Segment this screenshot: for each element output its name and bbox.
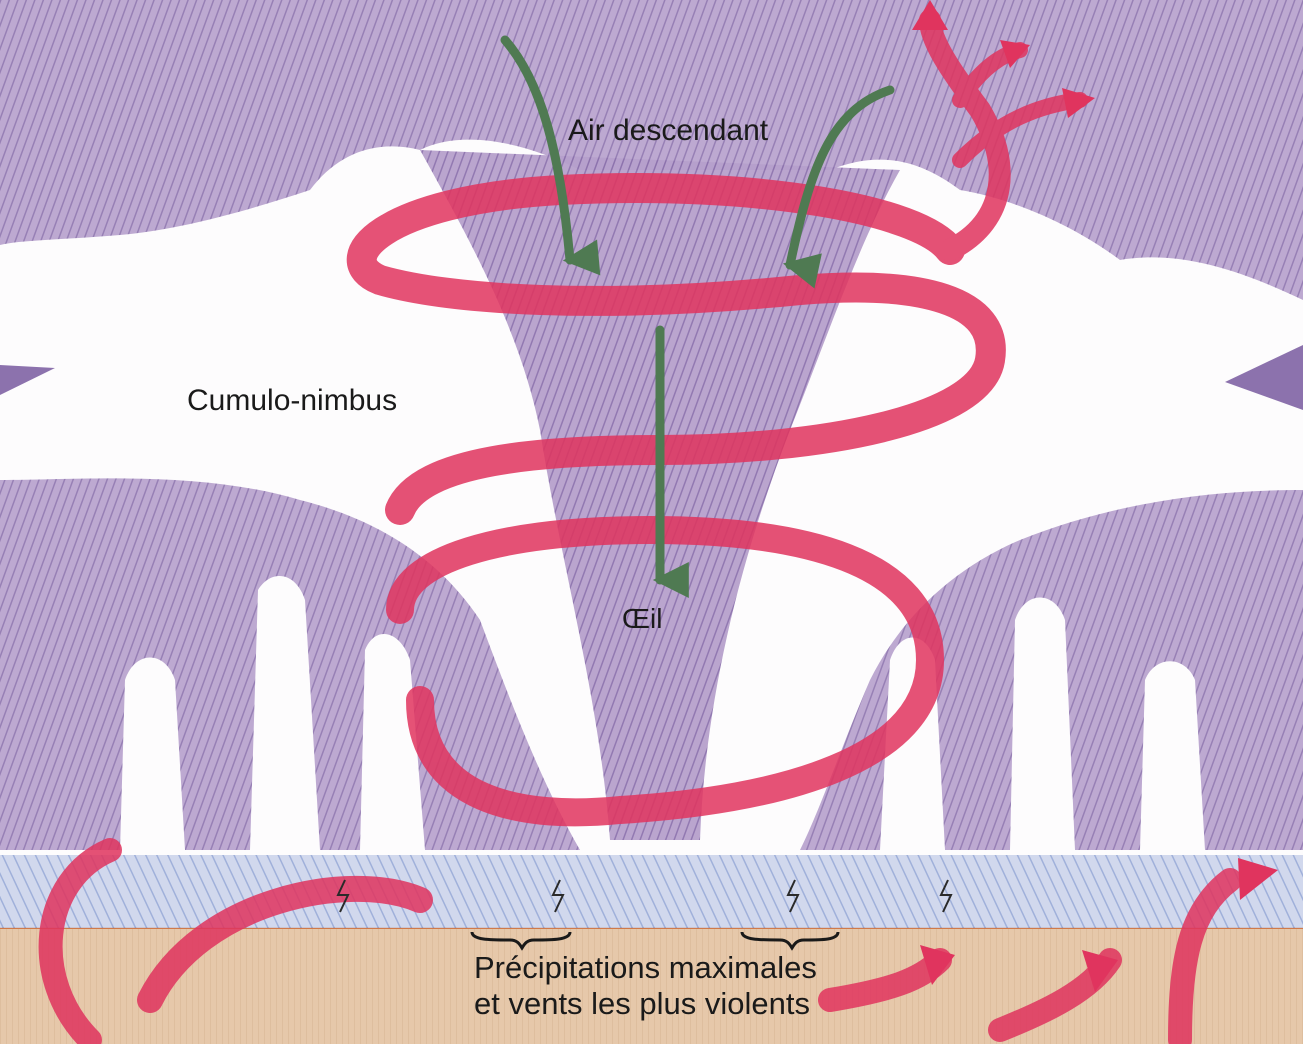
spiral-arrowheads xyxy=(912,0,1278,992)
rising-spiral xyxy=(38,9,1242,1044)
label-precipitations: Précipitations maximales xyxy=(474,950,817,985)
lightning-icons xyxy=(336,879,953,913)
cloud-wedge-left xyxy=(0,365,55,395)
label-cumulo-nimbus: Cumulo-nimbus xyxy=(187,384,398,417)
label-air-descendant: Air descendant xyxy=(568,114,769,147)
label-vents: et vents les plus violents xyxy=(474,986,811,1021)
braces xyxy=(470,931,840,951)
cloud-gaps xyxy=(120,576,1205,850)
descending-air-arrows xyxy=(500,35,895,598)
label-oeil: Œil xyxy=(622,603,663,634)
cloud-wedge-right xyxy=(1225,345,1303,410)
rain-band xyxy=(0,855,1303,928)
